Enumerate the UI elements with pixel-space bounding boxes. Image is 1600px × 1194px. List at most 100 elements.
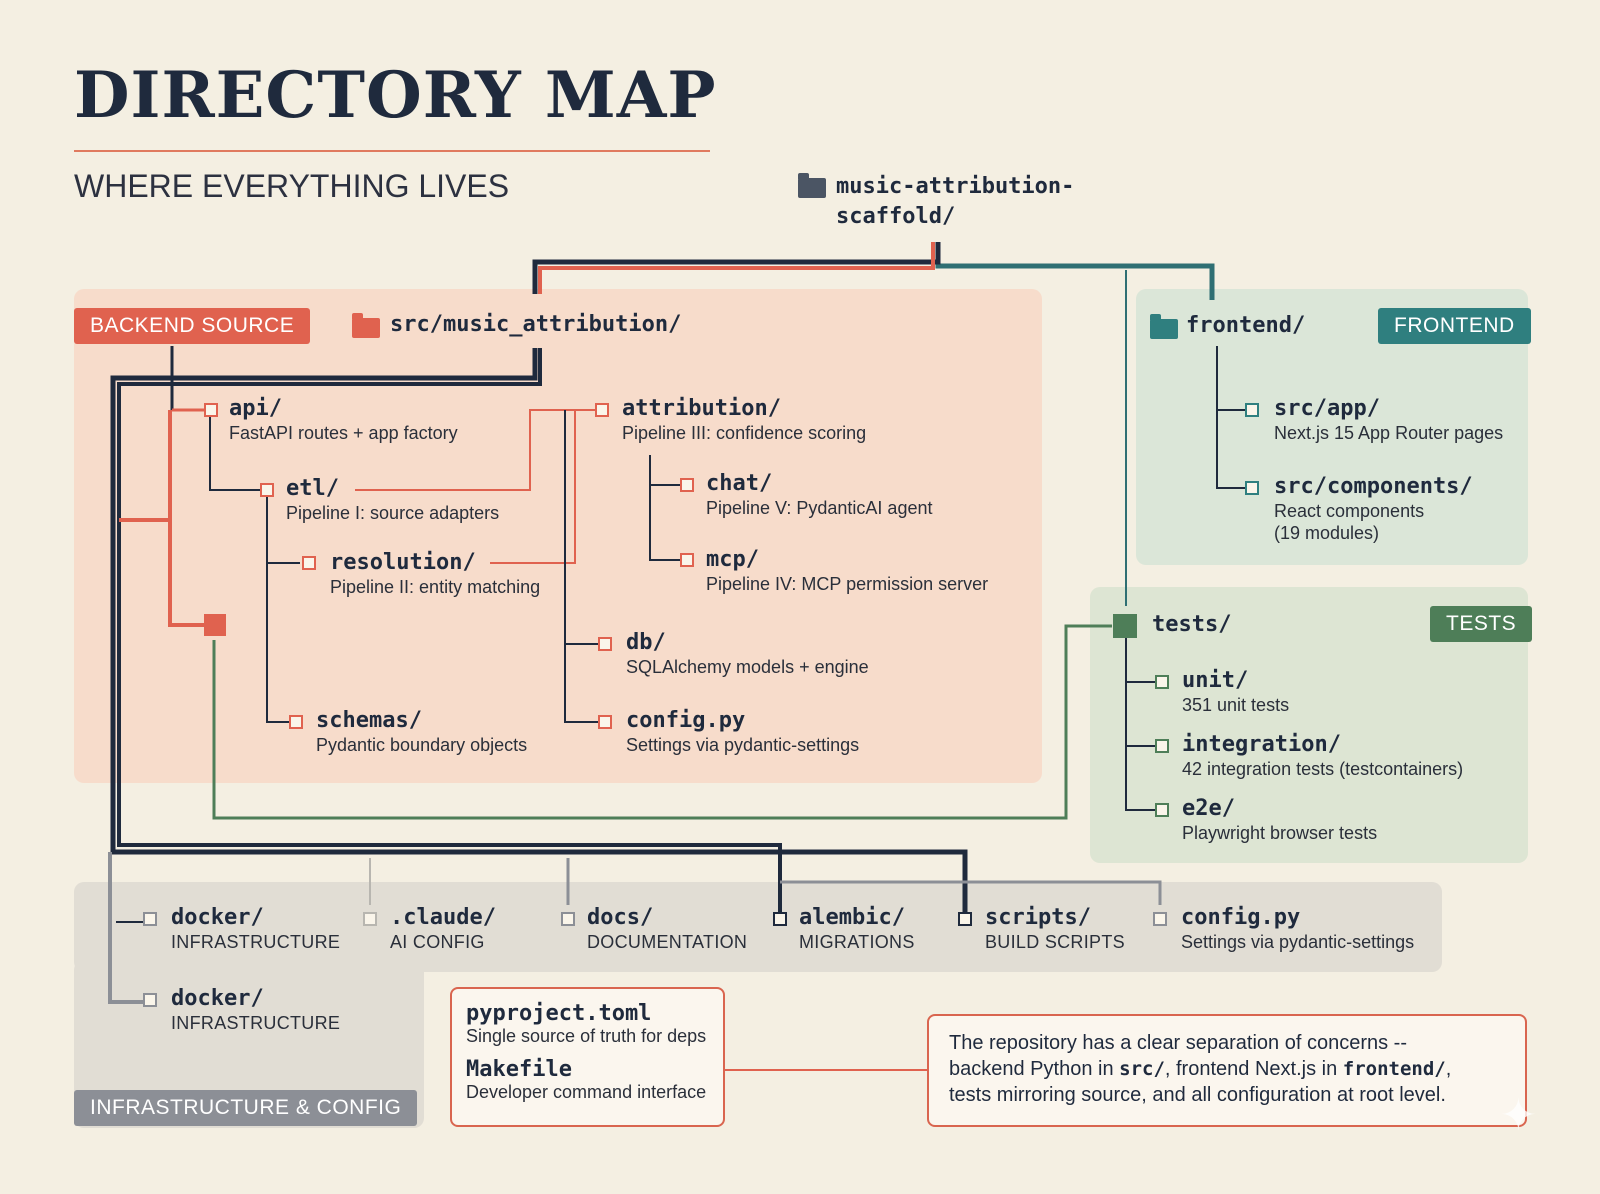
mcp-folder[interactable]: mcp/ Pipeline IV: MCP permission server [706, 547, 988, 595]
frontend-folder[interactable]: frontend/ [1186, 313, 1305, 339]
docker-2-desc: INFRASTRUCTURE [171, 1013, 341, 1033]
src-components-name: src/components/ [1274, 474, 1473, 499]
docs-desc: DOCUMENTATION [587, 932, 748, 952]
summary-src-code: src/ [1119, 1058, 1165, 1080]
alembic-name: alembic/ [799, 905, 905, 930]
root-folder-label-cont: scaffold/ [836, 204, 956, 229]
src-folder-label: src/music_attribution/ [390, 312, 682, 337]
db-folder-icon [598, 637, 612, 651]
backend-config-desc: Settings via pydantic-settings [626, 735, 860, 755]
src-app-name: src/app/ [1274, 396, 1380, 421]
chat-desc: Pipeline V: PydanticAI agent [706, 498, 933, 518]
summary-line-1: The repository has a clear separation of… [949, 1032, 1407, 1054]
schemas-folder[interactable]: schemas/ Pydantic boundary objects [316, 708, 527, 756]
docker-desc: INFRASTRUCTURE [171, 932, 341, 952]
makefile-desc: Developer command interface [466, 1082, 707, 1102]
api-desc: FastAPI routes + app factory [229, 423, 458, 443]
chat-folder[interactable]: chat/ Pipeline V: PydanticAI agent [706, 471, 932, 519]
pyproject-name[interactable]: pyproject.toml [466, 1001, 652, 1026]
src-components-folder[interactable]: src/components/ React components (19 mod… [1274, 474, 1473, 544]
root-config-py[interactable]: config.py Settings via pydantic-settings [1181, 905, 1414, 953]
infra-config-tag: INFRASTRUCTURE & CONFIG [74, 1090, 418, 1126]
attribution-folder[interactable]: attribution/ Pipeline III: confidence sc… [622, 396, 866, 444]
resolution-name: resolution/ [330, 550, 476, 575]
docs-folder-icon [561, 912, 575, 926]
src-app-desc: Next.js 15 App Router pages [1274, 423, 1504, 443]
tests-folder-label: tests/ [1152, 612, 1232, 637]
attribution-name: attribution/ [622, 396, 781, 421]
etl-folder[interactable]: etl/ Pipeline I: source adapters [286, 476, 499, 524]
schemas-folder-icon [289, 715, 303, 729]
backend-junction-icon [204, 614, 226, 636]
summary-l2a: backend Python in [949, 1058, 1120, 1080]
docker-folder[interactable]: docker/ INFRASTRUCTURE [171, 905, 340, 953]
backend-config-py[interactable]: config.py Settings via pydantic-settings [626, 708, 859, 756]
src-components-desc: React components [1274, 501, 1425, 521]
src-components-desc-cont: (19 modules) [1274, 523, 1380, 543]
integration-desc: 42 integration tests (testcontainers) [1182, 759, 1464, 779]
docker-name: docker/ [171, 905, 264, 930]
src-folder-icon [352, 313, 380, 338]
frontend-tag: FRONTEND [1378, 308, 1531, 344]
src-app-folder-icon [1245, 403, 1259, 417]
docs-name: docs/ [587, 905, 654, 930]
unit-folder[interactable]: unit/ 351 unit tests [1182, 668, 1289, 716]
summary-line-3: tests mirroring source, and all configur… [949, 1084, 1446, 1106]
etl-desc: Pipeline I: source adapters [286, 503, 500, 523]
root-folder[interactable]: music-attribution- scaffold/ [836, 172, 1074, 232]
docker-folder-2-icon [143, 993, 157, 1007]
docs-folder[interactable]: docs/ DOCUMENTATION [587, 905, 747, 953]
attribution-desc: Pipeline III: confidence scoring [622, 423, 867, 443]
src-components-folder-icon [1245, 481, 1259, 495]
integration-folder[interactable]: integration/ 42 integration tests (testc… [1182, 732, 1463, 780]
config-py-icon [598, 715, 612, 729]
db-name: db/ [626, 630, 666, 655]
sparkle-icon: ✦ [1500, 1090, 1537, 1141]
e2e-folder[interactable]: e2e/ Playwright browser tests [1182, 796, 1377, 844]
claude-name: .claude/ [390, 905, 496, 930]
alembic-folder[interactable]: alembic/ MIGRATIONS [799, 905, 915, 953]
integration-folder-icon [1155, 739, 1169, 753]
docker-folder-icon [143, 912, 157, 926]
db-folder[interactable]: db/ SQLAlchemy models + engine [626, 630, 869, 678]
e2e-name: e2e/ [1182, 796, 1235, 821]
scripts-name: scripts/ [985, 905, 1091, 930]
pyproject-desc: Single source of truth for deps [466, 1026, 707, 1046]
scripts-folder-icon [958, 912, 972, 926]
summary-card: The repository has a clear separation of… [927, 1014, 1527, 1127]
resolution-folder[interactable]: resolution/ Pipeline II: entity matching [330, 550, 540, 598]
backend-config-name: config.py [626, 708, 746, 733]
e2e-folder-icon [1155, 803, 1169, 817]
db-desc: SQLAlchemy models + engine [626, 657, 869, 677]
mcp-name: mcp/ [706, 547, 759, 572]
alembic-desc: MIGRATIONS [799, 932, 915, 952]
tests-tag: TESTS [1430, 606, 1533, 642]
frontend-folder-icon [1150, 314, 1178, 339]
root-folder-icon [798, 173, 826, 198]
infra-top-panel [74, 882, 1442, 972]
claude-folder[interactable]: .claude/ AI CONFIG [390, 905, 496, 953]
summary-frontend-code: frontend/ [1342, 1058, 1446, 1080]
backend-source-tag: BACKEND SOURCE [74, 308, 311, 344]
api-folder-icon [204, 403, 218, 417]
tests-folder[interactable]: tests/ [1152, 612, 1231, 638]
src-folder[interactable]: src/music_attribution/ [390, 312, 681, 338]
api-folder[interactable]: api/ FastAPI routes + app factory [229, 396, 458, 444]
mcp-folder-icon [680, 553, 694, 567]
unit-desc: 351 unit tests [1182, 695, 1290, 715]
schemas-desc: Pydantic boundary objects [316, 735, 528, 755]
claude-desc: AI CONFIG [390, 932, 485, 952]
makefile-name[interactable]: Makefile [466, 1057, 572, 1082]
claude-folder-icon [363, 912, 377, 926]
unit-name: unit/ [1182, 668, 1249, 693]
docker-folder-2[interactable]: docker/ INFRASTRUCTURE [171, 986, 340, 1034]
docker-2-name: docker/ [171, 986, 264, 1011]
attribution-folder-icon [595, 403, 609, 417]
root-folder-label: music-attribution- [836, 174, 1075, 199]
frontend-folder-label: frontend/ [1186, 313, 1306, 338]
root-files-card: pyproject.toml Single source of truth fo… [450, 987, 725, 1127]
src-app-folder[interactable]: src/app/ Next.js 15 App Router pages [1274, 396, 1503, 444]
scripts-folder[interactable]: scripts/ BUILD SCRIPTS [985, 905, 1125, 953]
